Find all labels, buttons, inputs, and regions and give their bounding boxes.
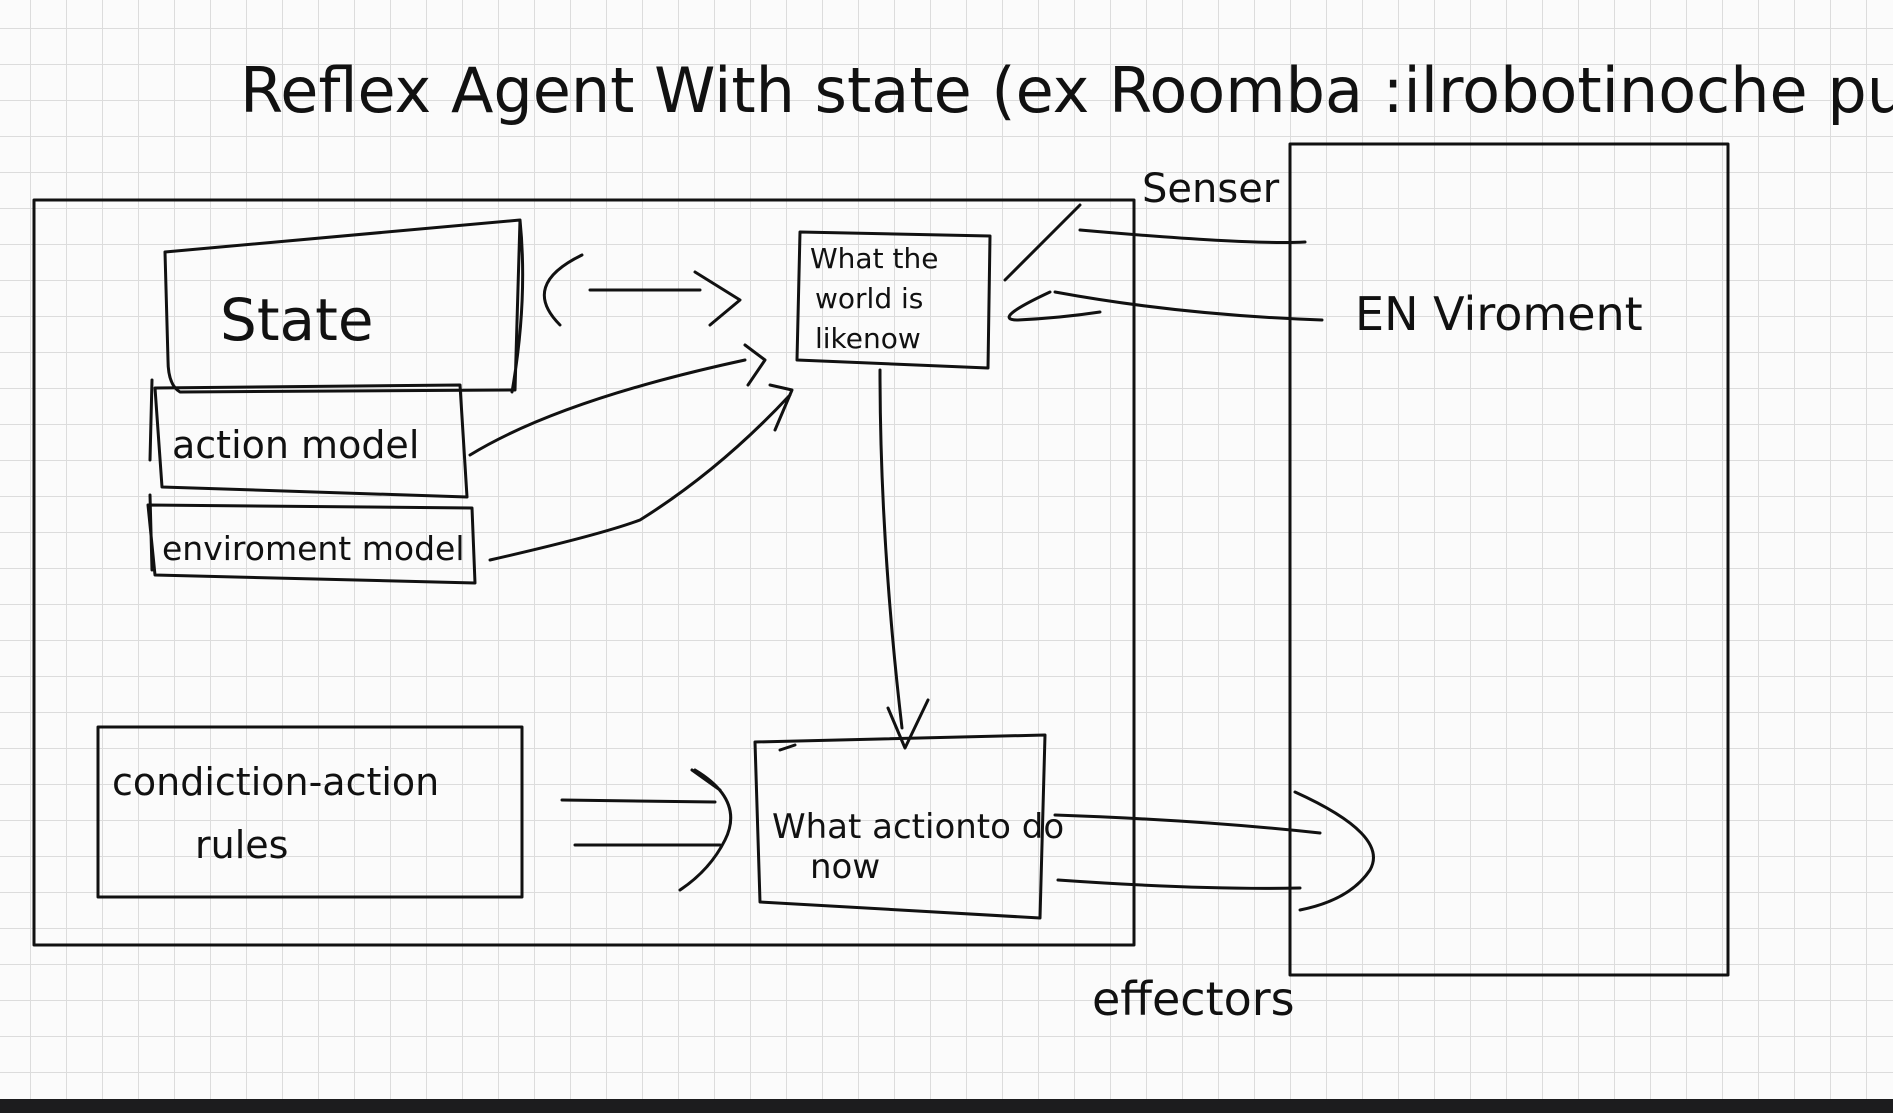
environment-model-label: enviroment model: [162, 529, 465, 568]
environment-label: EN Viroment: [1355, 287, 1643, 341]
effector-line-top: [1053, 813, 1322, 835]
sensor-line-bottom: [1007, 290, 1324, 322]
rules-to-action-arrow: [560, 768, 733, 892]
world-now-line-3: likenow: [815, 322, 921, 355]
effector-arrowhead: [1293, 790, 1375, 912]
state-loop-arrow: [542, 253, 742, 327]
sensor-line-top: [1003, 203, 1307, 282]
svg-text:What the world is like: What the world is likenow: [810, 242, 947, 355]
world-now-line-1: What the: [810, 242, 938, 275]
svg-text:condiction-action rules: condiction-action rules: [112, 760, 451, 867]
environment-box: [1288, 142, 1730, 977]
action-model-label: action model: [172, 423, 419, 467]
bottom-bar: [0, 1099, 1893, 1113]
state-label: State: [220, 286, 374, 354]
rules-line-1: condiction-action: [112, 760, 439, 804]
environment-model-arrow: [488, 383, 794, 562]
world-now-box: [795, 230, 992, 370]
action-model-box: [148, 378, 469, 499]
action-model-arrow: [468, 343, 767, 457]
environment-model-box: [146, 493, 477, 585]
sensor-label: Senser: [1142, 166, 1280, 212]
diagram-title: Reflex Agent With state (ex Roomba :ilro…: [240, 54, 1893, 127]
rules-line-2: rules: [195, 823, 288, 867]
action-now-line-2: now: [810, 847, 880, 887]
agent-box: [32, 198, 1136, 947]
action-now-line-1: What actionto do: [772, 807, 1064, 847]
world-now-line-2: world is: [815, 282, 923, 315]
state-box: [163, 218, 525, 394]
rules-box: [96, 725, 524, 899]
effectors-label: effectors: [1092, 972, 1295, 1026]
action-now-box: [753, 733, 1047, 920]
effector-line-bottom: [1056, 878, 1302, 890]
world-to-action-arrow: [878, 368, 930, 750]
svg-text:What actionto do now: What actionto do now: [772, 807, 1075, 887]
